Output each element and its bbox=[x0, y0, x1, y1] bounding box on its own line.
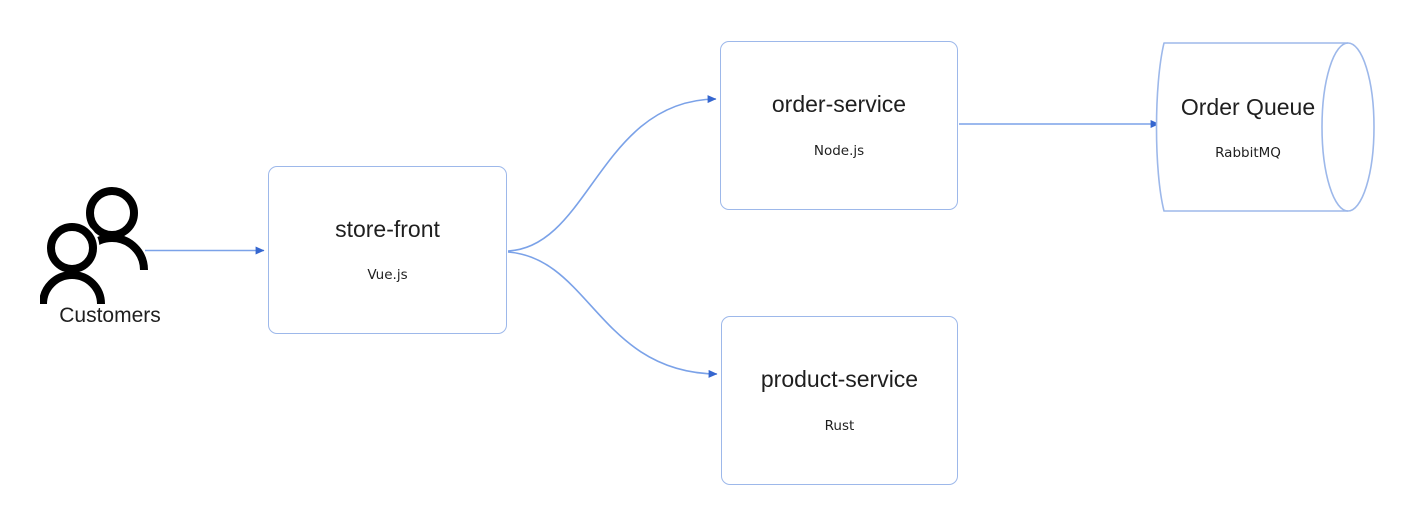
node-store-front[interactable]: store-front Vue.js bbox=[268, 166, 507, 334]
edge-store-front-to-order-service bbox=[507, 95, 717, 252]
node-product-service-subtitle: Rust bbox=[824, 417, 855, 434]
node-store-front-title: store-front bbox=[335, 215, 440, 242]
node-order-service[interactable]: order-service Node.js bbox=[720, 41, 958, 210]
node-product-service-title: product-service bbox=[760, 366, 919, 393]
actor-customers[interactable]: Customers bbox=[35, 186, 180, 331]
node-store-front-subtitle: Vue.js bbox=[367, 267, 408, 284]
cylinder-shape bbox=[1155, 42, 1375, 212]
node-order-queue[interactable]: Order Queue RabbitMQ bbox=[1150, 33, 1390, 223]
edge-store-front-to-product-service bbox=[507, 251, 718, 378]
node-order-service-title: order-service bbox=[771, 91, 907, 118]
actor-customers-label: Customers bbox=[59, 304, 161, 327]
node-product-service[interactable]: product-service Rust bbox=[721, 316, 958, 485]
customers-people-icon bbox=[35, 187, 148, 305]
node-order-service-subtitle: Node.js bbox=[813, 142, 865, 159]
